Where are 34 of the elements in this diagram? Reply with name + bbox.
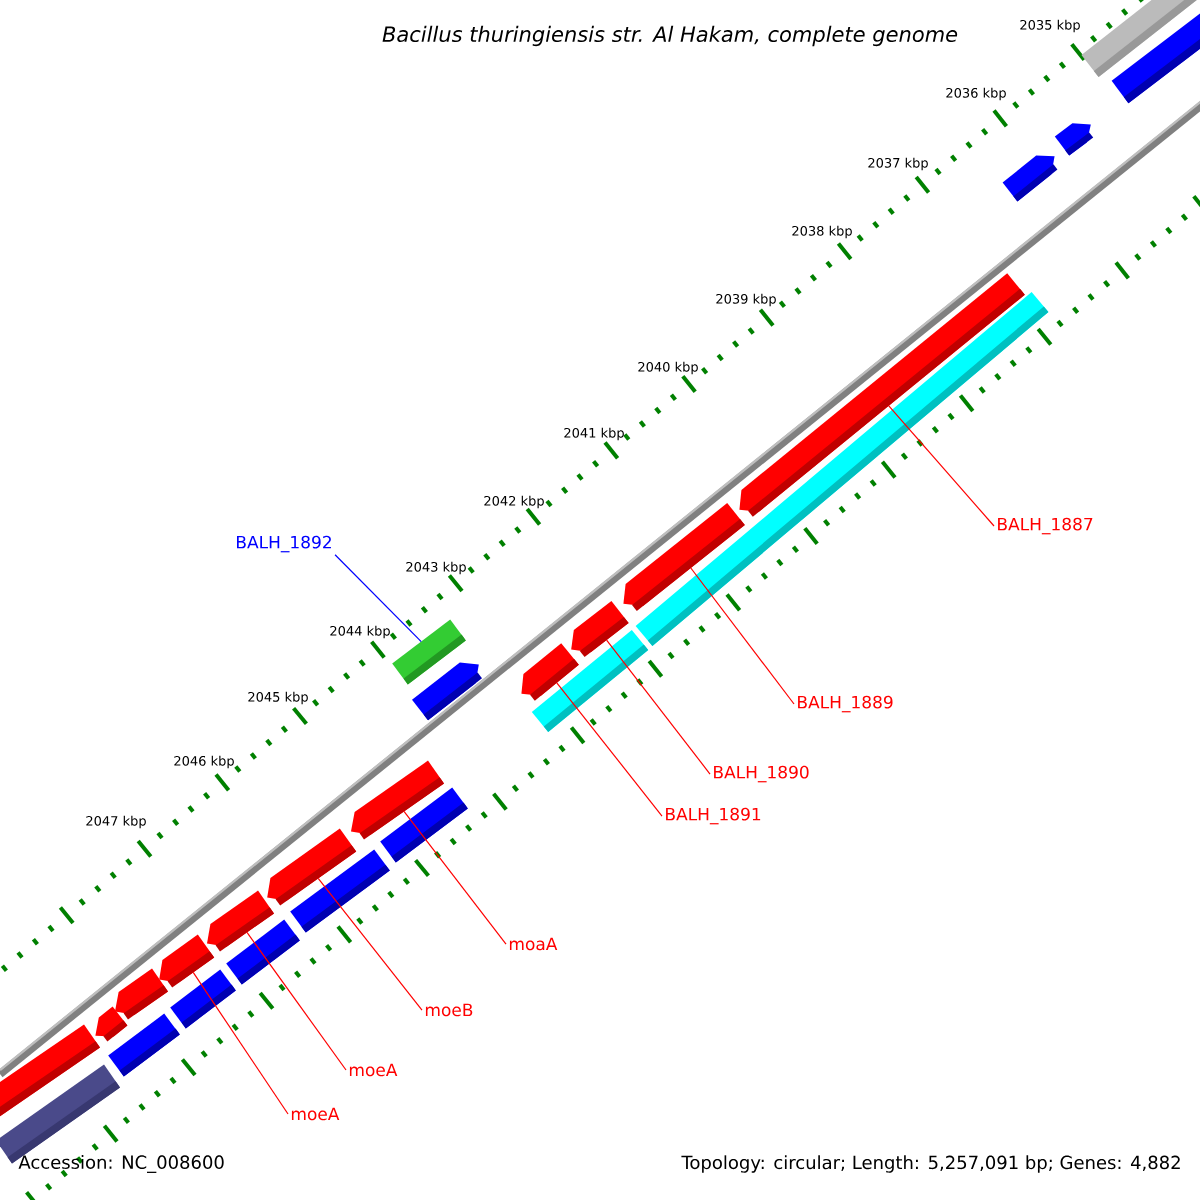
gene-label: BALH_1891 [666, 807, 761, 825]
gene-bar [380, 787, 468, 863]
leader-line [403, 810, 507, 945]
gene-bar [290, 849, 390, 933]
gene-bar [1081, 0, 1200, 77]
gene-bar [1054, 123, 1094, 156]
gene-bar [412, 662, 482, 721]
leader-line [556, 682, 663, 817]
title: Bacillus thuringiensis str. Al Hakam, complete genome [382, 25, 958, 47]
gene-bar [170, 969, 236, 1029]
leader-line [246, 931, 347, 1071]
gene-label: moeA [349, 1063, 398, 1077]
gene-label: moaA [509, 937, 558, 951]
gene-label: BALH_1892 [237, 535, 331, 553]
gene-bar [108, 1013, 180, 1077]
gene-label: moeA [291, 1107, 340, 1121]
leader-line [317, 877, 423, 1011]
gene-bar [571, 601, 629, 657]
gene-label: BALH_1887 [998, 517, 1093, 535]
gene-bar [1111, 9, 1200, 104]
gene-label: BALH_1890 [714, 765, 809, 783]
gene-bar [159, 934, 215, 988]
accession-text: Accession: NC_008600 [18, 1155, 224, 1173]
leader-line [690, 567, 795, 705]
gene-label: BALH_1889 [798, 695, 893, 713]
gene-bar [115, 968, 168, 1020]
gene-bar [1002, 155, 1058, 202]
leader-line [334, 554, 422, 643]
leader-line [888, 405, 995, 527]
leader-line [606, 639, 711, 775]
genome-info-text: Topology: circular; Length: 5,257,091 bp; Genes: 4,882 [681, 1155, 1180, 1173]
gene-label: moeB [425, 1003, 473, 1017]
leader-line [192, 971, 289, 1115]
gene-bar [226, 919, 300, 985]
